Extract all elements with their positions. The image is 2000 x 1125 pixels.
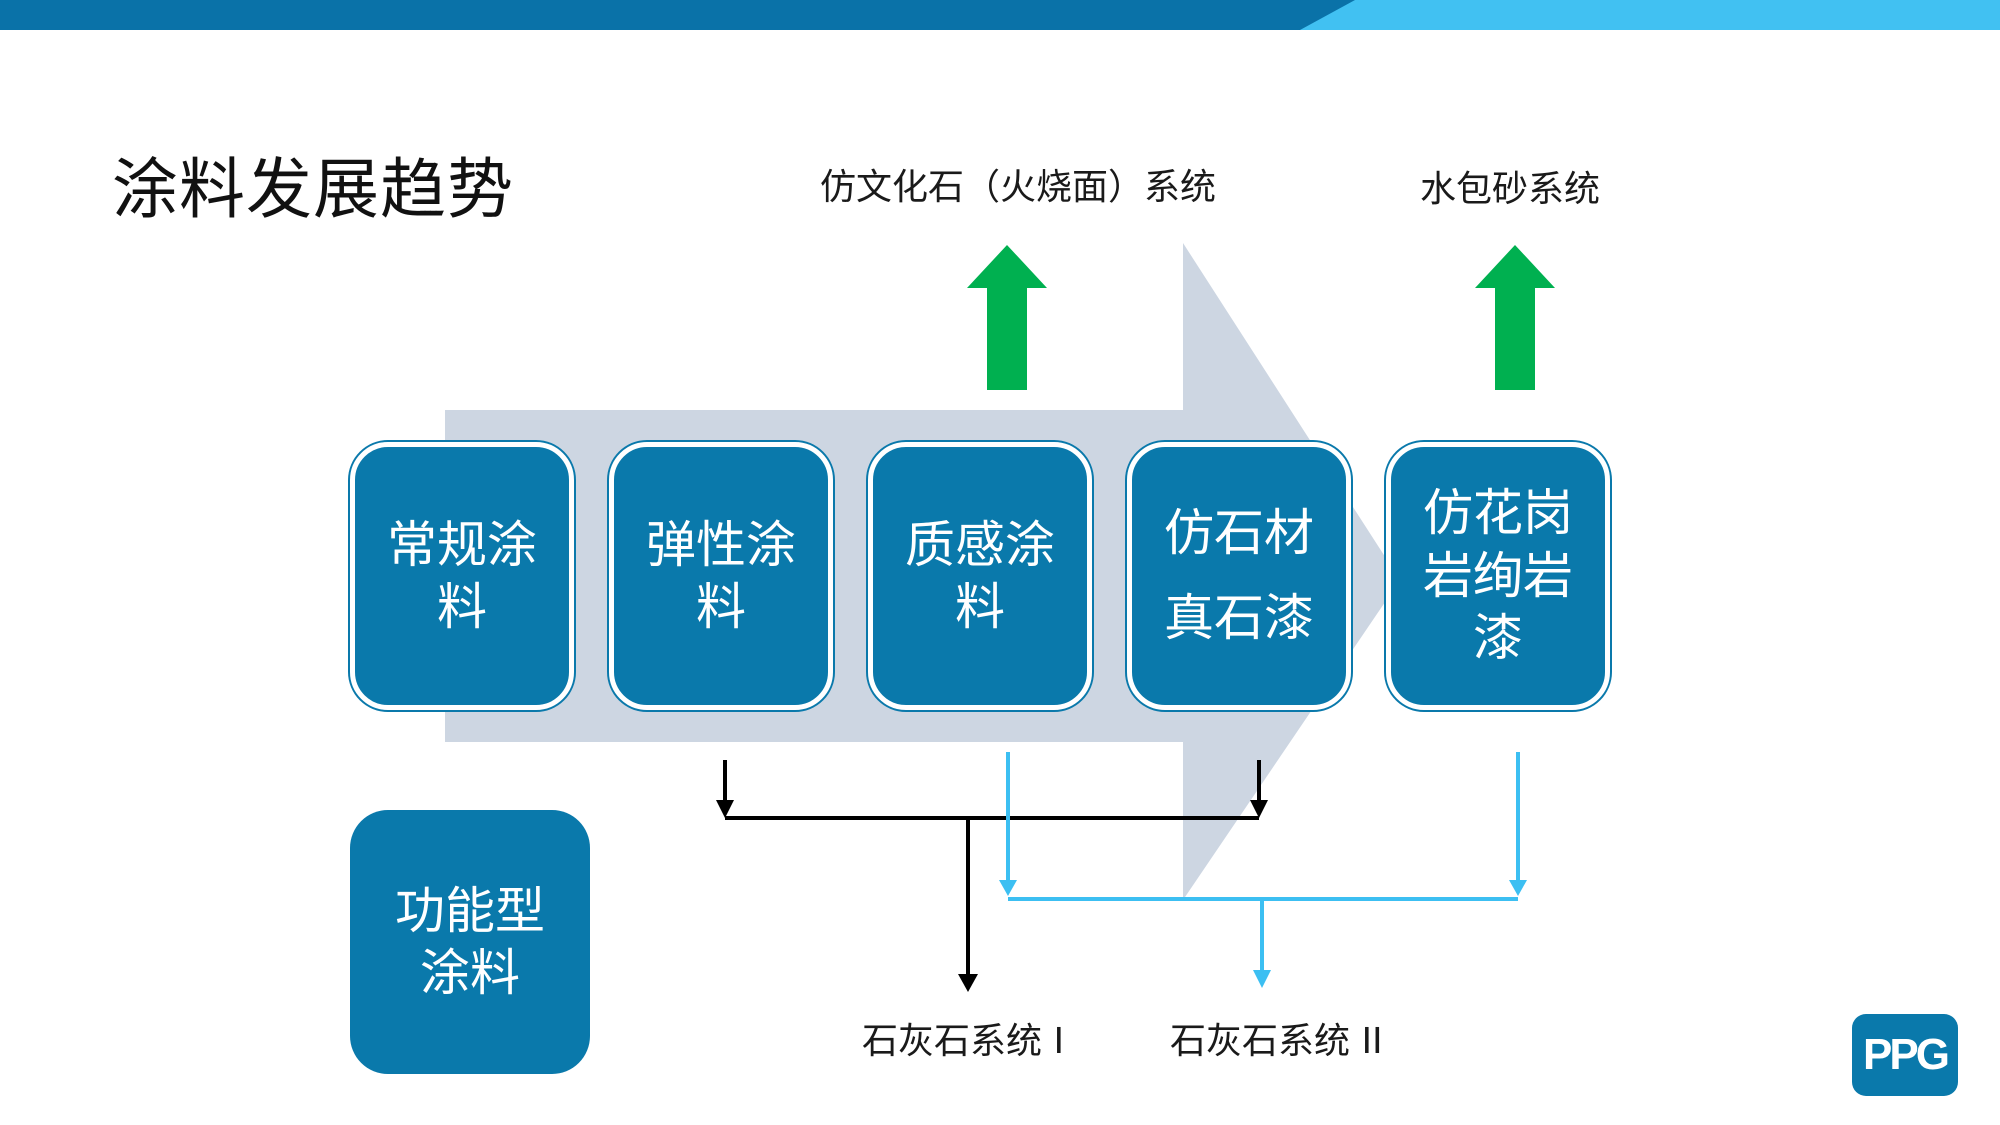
header-bar xyxy=(0,0,2000,30)
up-arrow-icon-left xyxy=(967,245,1047,390)
box-line: 漆 xyxy=(1473,609,1523,668)
label-limestone-system-2: 石灰石系统 II xyxy=(1170,1021,1383,1062)
box-elastic-coating: 弹性涂料 xyxy=(609,442,833,710)
box-texture-coating: 质感涂料 xyxy=(868,442,1092,710)
black-arrowhead xyxy=(1250,800,1268,818)
box-functional-coating: 功能型涂料 xyxy=(350,810,590,1074)
box-line: 质感涂 xyxy=(905,515,1055,574)
blue-arrowhead xyxy=(999,880,1017,896)
up-arrow-icon-right xyxy=(1475,245,1555,390)
box-line: 仿石材 xyxy=(1164,504,1314,562)
page-title: 涂料发展趋势 xyxy=(112,151,514,228)
ppg-logo: PPG xyxy=(1852,1014,1958,1096)
box-line: 弹性涂 xyxy=(646,515,796,574)
box-line: 真石漆 xyxy=(1164,589,1314,647)
box-line: 料 xyxy=(955,578,1005,636)
black-arrowhead xyxy=(716,800,734,818)
box-line: 仿花岗 xyxy=(1423,484,1573,543)
box-line: 料 xyxy=(437,578,487,636)
label-limestone-system-1: 石灰石系统 I xyxy=(862,1021,1065,1062)
box-line: 料 xyxy=(696,578,746,636)
box-granite-paint: 仿花岗岩绚岩漆 xyxy=(1386,442,1610,710)
blue-arrowhead xyxy=(1509,880,1527,896)
label-water-sand-system: 水包砂系统 xyxy=(1420,169,1601,210)
box-line: 常规涂 xyxy=(387,515,537,574)
blue-arrowhead xyxy=(1253,970,1271,988)
box-line: 岩绚岩 xyxy=(1423,546,1573,605)
box-line: 涂料 xyxy=(420,944,520,1002)
box-conventional-coating: 常规涂料 xyxy=(350,442,574,710)
label-fire-surface-system: 仿文化石（火烧面）系统 xyxy=(820,167,1217,208)
black-arrowhead xyxy=(958,974,978,992)
box-stone-paint: 仿石材真石漆 xyxy=(1127,442,1351,710)
box-line: 功能型 xyxy=(395,881,545,940)
